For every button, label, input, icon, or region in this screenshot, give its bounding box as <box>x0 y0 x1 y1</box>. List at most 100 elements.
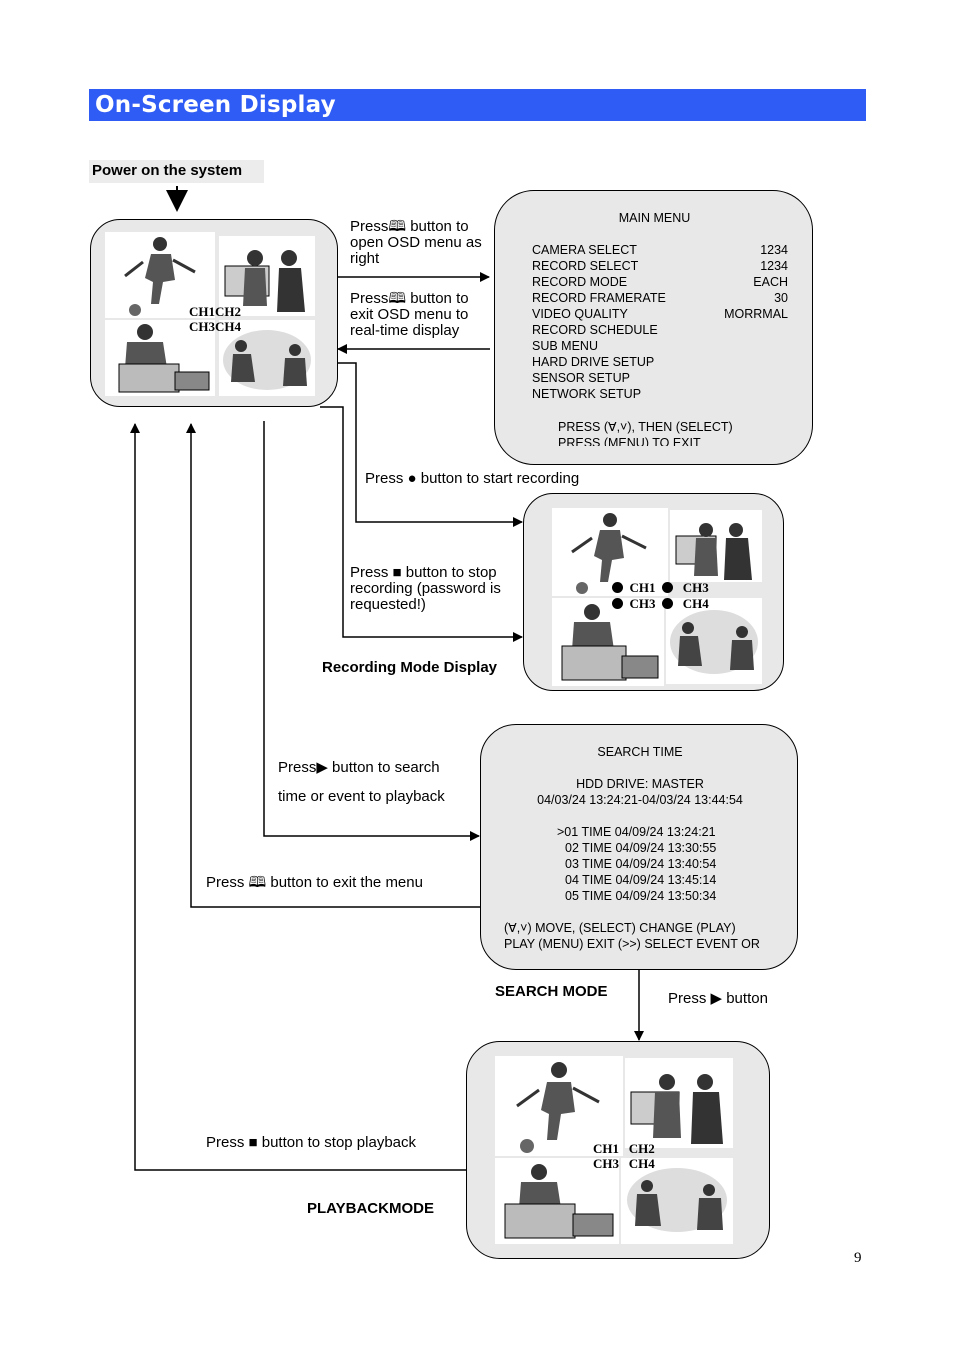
exit-osd-line-2: exit OSD menu to <box>350 306 469 323</box>
rec-camera-image-ch1 <box>552 508 668 596</box>
handshake-icon <box>627 1168 727 1232</box>
search-entry-2[interactable]: 02 TIME 04/09/24 13:30:55 <box>565 841 717 855</box>
page-title: On-Screen Display <box>95 92 336 118</box>
search-entry-5[interactable]: 05 TIME 04/09/24 13:50:34 <box>565 889 717 903</box>
press-play-label: Press ▶ button <box>668 990 768 1007</box>
main-menu-item-label: HARD DRIVE SETUP <box>532 355 655 369</box>
stop-recording-line-1: Press ■ button to stop <box>350 564 497 581</box>
soccer-player-icon <box>516 1062 600 1153</box>
main-menu-item-value: 1234 <box>760 243 788 257</box>
desk-worker-icon <box>561 604 659 681</box>
handshake-icon <box>670 610 758 674</box>
search-entry-4[interactable]: 04 TIME 04/09/24 13:45:14 <box>565 873 717 887</box>
playback-panel: CH1 CH2 CH3 CH4 <box>466 1041 770 1259</box>
office-meeting-icon <box>630 1074 723 1144</box>
soccer-player-icon <box>571 513 647 594</box>
main-menu-item-label: RECORD MODE <box>532 275 628 289</box>
main-menu-item-label: NETWORK SETUP <box>532 387 642 401</box>
main-menu-item[interactable]: HARD DRIVE SETUP <box>532 354 788 370</box>
main-menu-item-value: EACH <box>753 275 788 289</box>
rec-ch3-label: CH3 <box>629 596 656 611</box>
main-menu-item[interactable]: CAMERA SELECT 1234 <box>532 242 788 258</box>
power-on-box: Power on the system <box>89 160 264 183</box>
main-menu-item-label: RECORD SCHEDULE <box>532 323 658 337</box>
rec-ch3-top-label: CH3 <box>682 580 709 595</box>
camera-image-ch2 <box>219 236 315 316</box>
stop-recording-line-3: requested!) <box>350 596 426 613</box>
search-entry-1[interactable]: >01 TIME 04/09/24 13:24:21 <box>557 825 716 839</box>
recording-mode-caption: Recording Mode Display <box>322 659 498 676</box>
desk-worker-icon <box>118 324 210 393</box>
recording-dot-icon <box>612 582 623 593</box>
pb-channel-row-1: CH1 CH2 <box>593 1141 655 1157</box>
exit-osd-line-3: real-time display <box>350 322 460 339</box>
main-menu-footer-1: PRESS (Ɐ,˅), THEN (SELECT) <box>558 420 733 434</box>
channel-label-ch1ch2: CH1CH2 <box>189 304 241 319</box>
rec-camera-image-ch2 <box>670 510 762 582</box>
main-menu-item-label: SUB MENU <box>532 339 598 353</box>
stop-recording-label: Press ■ button to stop recording (passwo… <box>350 565 501 613</box>
channel-label-ch3ch4: CH3CH4 <box>189 319 241 334</box>
recording-dot-icon <box>612 598 623 609</box>
pb-channel-row-2: CH3 CH4 <box>593 1156 655 1172</box>
search-label-line-2: time or event to playback <box>278 788 445 805</box>
search-mode-caption: SEARCH MODE <box>495 983 608 1000</box>
main-menu-item-value: 1234 <box>760 259 788 273</box>
main-menu-item-value: 30 <box>774 291 788 305</box>
open-osd-line-1: Press🕮 button to <box>350 218 469 235</box>
camera-image-ch1 <box>105 232 215 318</box>
main-menu-item-label: CAMERA SELECT <box>532 243 637 257</box>
main-menu-item[interactable]: SUB MENU <box>532 338 788 354</box>
pb-camera-image-ch1 <box>495 1056 623 1156</box>
live-view-panel: CH1CH2 CH3CH4 <box>90 219 338 407</box>
main-menu-item[interactable]: NETWORK SETUP <box>532 386 788 402</box>
rec-channel-row-2: CH3 CH4 <box>612 596 709 612</box>
recording-dot-icon <box>662 598 673 609</box>
exit-osd-line-1: Press🕮 button to <box>350 290 469 307</box>
stop-recording-line-2: recording (password is <box>350 580 501 597</box>
main-menu-item[interactable]: RECORD SCHEDULE <box>532 322 788 338</box>
main-menu-item-label: RECORD FRAMERATE <box>532 291 666 305</box>
main-menu-item[interactable]: RECORD SELECT 1234 <box>532 258 788 274</box>
search-drive: HDD DRIVE: MASTER <box>576 777 704 791</box>
search-footer-1: (Ɐ,˅) MOVE, (SELECT) CHANGE (PLAY) <box>504 921 736 935</box>
main-menu-heading: MAIN MENU <box>618 211 691 225</box>
desk-worker-icon <box>504 1164 614 1239</box>
exit-menu-label: Press 🕮 button to exit the menu <box>206 874 423 891</box>
camera-image-ch4 <box>219 320 315 396</box>
camera-image-ch3 <box>105 320 215 396</box>
recording-panel: CH1 CH3 CH3 CH4 <box>523 493 784 691</box>
search-range: 04/03/24 13:24:21-04/03/24 13:44:54 <box>537 793 743 807</box>
search-footer-2: PLAY (MENU) EXIT (>>) SELECT EVENT OR <box>504 937 760 951</box>
search-label-line-1: Press▶ button to search <box>278 759 440 776</box>
main-menu-item[interactable]: RECORD MODE EACH <box>532 274 788 290</box>
main-menu-item-label: VIDEO QUALITY <box>532 307 628 321</box>
main-menu-item-label: RECORD SELECT <box>532 259 639 273</box>
recording-dot-icon <box>662 582 673 593</box>
office-meeting-icon <box>224 250 305 312</box>
power-down-arrow <box>166 190 188 212</box>
pb-camera-image-ch3 <box>495 1158 619 1244</box>
main-menu-item[interactable]: RECORD FRAMERATE 30 <box>532 290 788 306</box>
search-time-panel: SEARCH TIME HDD DRIVE: MASTER 04/03/24 1… <box>480 724 798 970</box>
rec-ch4-label: CH4 <box>682 596 709 611</box>
start-recording-label: Press ● button to start recording <box>365 470 580 487</box>
playback-mode-caption: PLAYBACKMODE <box>307 1200 434 1217</box>
main-menu-item[interactable]: SENSOR SETUP <box>532 370 788 386</box>
main-menu-item[interactable]: VIDEO QUALITY MORRMAL <box>532 306 788 322</box>
pb-ch3-label: CH3 <box>593 1156 619 1171</box>
office-meeting-icon <box>675 523 752 580</box>
open-osd-line-3: right <box>350 250 380 267</box>
main-menu-item-label: SENSOR SETUP <box>532 371 630 385</box>
power-on-label: Power on the system <box>92 162 243 179</box>
main-menu-item-value: MORRMAL <box>724 307 788 321</box>
handshake-icon <box>223 330 311 390</box>
search-entry-3[interactable]: 03 TIME 04/09/24 13:40:54 <box>565 857 717 871</box>
search-time-heading: SEARCH TIME <box>597 745 683 759</box>
pb-ch1-label: CH1 <box>593 1141 619 1156</box>
pb-ch4-label: CH4 <box>628 1156 655 1171</box>
main-menu-footer-2: PRESS (MENU) TO EXIT <box>558 436 701 446</box>
rec-camera-image-ch3 <box>552 598 664 686</box>
exit-osd-label: Press🕮 button to exit OSD menu to real-t… <box>350 291 469 339</box>
